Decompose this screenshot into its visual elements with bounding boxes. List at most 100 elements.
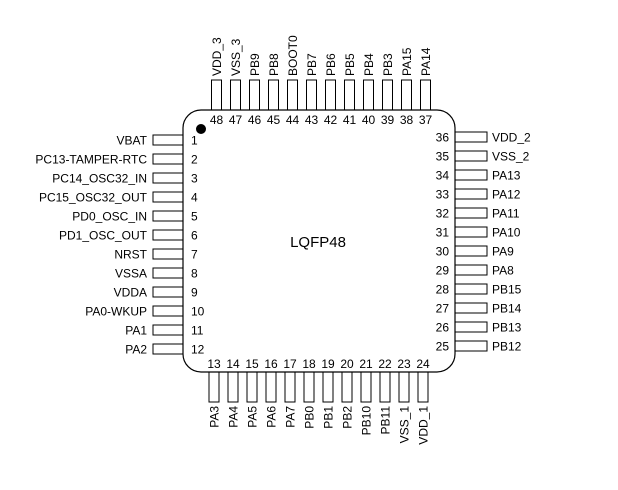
pin-24-number: 24 bbox=[416, 357, 430, 371]
pin-20-number: 20 bbox=[340, 357, 354, 371]
pin-33-lead bbox=[454, 188, 488, 200]
package-label: LQFP48 bbox=[290, 234, 346, 251]
pin-14-name: PA4 bbox=[227, 406, 241, 428]
pin-24-lead bbox=[417, 371, 429, 403]
pin-5-name: PD0_OSC_IN bbox=[72, 210, 147, 224]
pin-3-name: PC14_OSC32_IN bbox=[52, 172, 147, 186]
pin-6-number: 6 bbox=[191, 229, 198, 243]
pin-33-name: PA12 bbox=[492, 188, 521, 202]
pin-32-lead bbox=[454, 207, 488, 219]
pin-18-lead bbox=[303, 371, 315, 403]
pin-37-lead bbox=[420, 79, 431, 111]
pin-46-lead bbox=[249, 79, 260, 111]
pin-38-number: 38 bbox=[400, 113, 414, 127]
pin-30-lead bbox=[454, 245, 488, 257]
pin-35-number: 35 bbox=[436, 150, 450, 164]
pin-28-number: 28 bbox=[436, 283, 450, 297]
pin-19-number: 19 bbox=[321, 357, 335, 371]
pin-15-name: PA5 bbox=[246, 406, 260, 428]
pin-7-number: 7 bbox=[191, 248, 198, 262]
pin-13-number: 13 bbox=[207, 357, 221, 371]
pin-32-number: 32 bbox=[436, 207, 450, 221]
pin-21-name: PB10 bbox=[360, 406, 374, 436]
ic-package-body bbox=[182, 109, 456, 373]
pin-17-lead bbox=[284, 371, 296, 403]
pin-35-lead bbox=[454, 150, 488, 162]
pins-layer bbox=[152, 79, 488, 403]
pin-10-lead bbox=[152, 305, 184, 317]
pin-1-lead bbox=[152, 134, 184, 146]
pin-23-number: 23 bbox=[397, 357, 411, 371]
pin-5-number: 5 bbox=[191, 210, 198, 224]
pin-4-number: 4 bbox=[191, 191, 198, 205]
pin-44-name: BOOT0 bbox=[286, 35, 300, 76]
pin-33-number: 33 bbox=[436, 188, 450, 202]
pin-5-lead bbox=[152, 210, 184, 222]
pin-11-lead bbox=[152, 324, 184, 336]
pin-numbers-layer: 1234567891011123635343332313029282726254… bbox=[191, 113, 449, 371]
pin-16-lead bbox=[265, 371, 277, 403]
pin-12-lead bbox=[152, 343, 184, 355]
pin-40-lead bbox=[363, 79, 374, 111]
pin-18-name: PB0 bbox=[303, 406, 317, 429]
pin-40-name: PB4 bbox=[362, 53, 376, 76]
pin-45-number: 45 bbox=[267, 113, 281, 127]
pin-9-name: VDDA bbox=[114, 286, 147, 300]
pin-6-lead bbox=[152, 229, 184, 241]
pin-22-number: 22 bbox=[378, 357, 392, 371]
pin-23-name: VSS_1 bbox=[398, 406, 412, 444]
pin-7-lead bbox=[152, 248, 184, 260]
pin-14-number: 14 bbox=[226, 357, 240, 371]
pin-29-lead bbox=[454, 264, 488, 276]
pin-8-number: 8 bbox=[191, 267, 198, 281]
pin-23-lead bbox=[398, 371, 410, 403]
pin-15-lead bbox=[246, 371, 258, 403]
pin-36-lead bbox=[454, 131, 488, 143]
pin-15-number: 15 bbox=[245, 357, 259, 371]
pin-6-name: PD1_OSC_OUT bbox=[59, 229, 148, 243]
pin-3-number: 3 bbox=[191, 172, 198, 186]
pin-1-name: VBAT bbox=[117, 134, 148, 148]
pin-24-name: VDD_1 bbox=[417, 406, 431, 445]
pin-29-number: 29 bbox=[436, 264, 450, 278]
pin-39-name: PB3 bbox=[381, 53, 395, 76]
pin-7-name: NRST bbox=[114, 248, 147, 262]
pin-17-number: 17 bbox=[283, 357, 297, 371]
pin-45-name: PB8 bbox=[267, 53, 281, 76]
pin-2-name: PC13-TAMPER-RTC bbox=[35, 153, 147, 167]
pin-4-lead bbox=[152, 191, 184, 203]
pin-17-name: PA7 bbox=[284, 406, 298, 428]
pin-30-number: 30 bbox=[436, 245, 450, 259]
pin-22-name: PB11 bbox=[379, 406, 393, 435]
pin-38-lead bbox=[401, 79, 412, 111]
pin-39-number: 39 bbox=[381, 113, 395, 127]
pin-27-lead bbox=[454, 302, 488, 314]
pin-43-name: PB7 bbox=[305, 53, 319, 76]
pin-42-lead bbox=[325, 79, 336, 111]
pin-31-name: PA10 bbox=[492, 226, 521, 240]
pin-2-number: 2 bbox=[191, 153, 198, 167]
pin-10-name: PA0-WKUP bbox=[85, 305, 147, 319]
pin-1-number: 1 bbox=[191, 134, 198, 148]
pin-22-lead bbox=[379, 371, 391, 403]
pin-14-lead bbox=[227, 371, 239, 403]
pin-21-number: 21 bbox=[359, 357, 373, 371]
pin-9-lead bbox=[152, 286, 184, 298]
pin1-marker-dot bbox=[196, 124, 206, 134]
pin-35-name: VSS_2 bbox=[492, 150, 530, 164]
pin-30-name: PA9 bbox=[492, 245, 514, 259]
pin-36-number: 36 bbox=[436, 131, 450, 145]
pin-43-lead bbox=[306, 79, 317, 111]
pin-20-name: PB2 bbox=[341, 406, 355, 429]
pin-8-name: VSSA bbox=[115, 267, 147, 281]
pin-16-number: 16 bbox=[264, 357, 278, 371]
pin-18-number: 18 bbox=[302, 357, 316, 371]
pin-12-number: 12 bbox=[191, 343, 205, 357]
pin-28-name: PB15 bbox=[492, 283, 522, 297]
pin-8-lead bbox=[152, 267, 184, 279]
pin-26-name: PB13 bbox=[492, 321, 522, 335]
pin-34-name: PA13 bbox=[492, 169, 521, 183]
pin-10-number: 10 bbox=[191, 305, 205, 319]
pin-46-name: PB9 bbox=[248, 53, 262, 76]
pin-48-number: 48 bbox=[210, 113, 224, 127]
